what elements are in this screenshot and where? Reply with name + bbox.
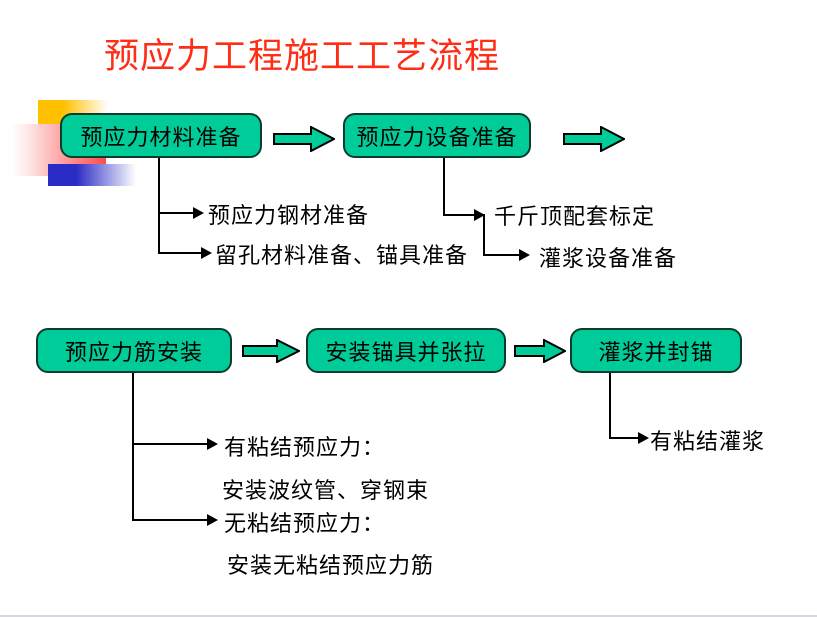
process-box-grout-seal[interactable]: 灌浆并封锚 — [570, 328, 742, 373]
process-box-equipment-prep[interactable]: 预应力设备准备 — [343, 113, 531, 158]
arrowhead-jack-calibration — [474, 209, 485, 221]
block-arrow-4 — [514, 339, 566, 363]
arrowhead-bonded — [207, 438, 218, 450]
label-bonded-grouting: 有粘结灌浆 — [650, 429, 766, 454]
process-box-tendon-install[interactable]: 预应力筋安装 — [36, 328, 232, 373]
label-jack-calibration: 千斤顶配套标定 — [494, 204, 656, 229]
label-install-unbonded-tendon: 安装无粘结预应力筋 — [227, 553, 435, 578]
process-box-label: 预应力材料准备 — [80, 124, 242, 150]
connector-horizontal-bonded — [132, 443, 208, 445]
label-grout-equipment: 灌浆设备准备 — [539, 246, 678, 271]
connector-horizontal-unbonded — [132, 519, 208, 521]
label-unbonded-prestress: 无粘结预应力： — [224, 511, 386, 536]
decor-blue-block — [48, 164, 136, 186]
process-box-anchor-tension[interactable]: 安装锚具并张拉 — [306, 328, 506, 373]
arrowhead-unbonded — [207, 514, 218, 526]
arrowhead-steel-prep — [193, 207, 204, 219]
connector-vertical-equipment — [443, 158, 445, 216]
arrowhead-bonded-grout — [638, 432, 649, 444]
connector-horizontal-bonded-grout — [609, 437, 639, 439]
block-arrow-3 — [242, 339, 300, 363]
connector-horizontal-grout-equipment — [483, 254, 520, 256]
arrowhead-hole-material — [201, 247, 212, 259]
connector-horizontal-jack-calibration — [443, 214, 475, 216]
label-bonded-prestress: 有粘结预应力： — [224, 435, 386, 460]
connector-vertical-material — [158, 158, 160, 254]
connector-horizontal-hole-material — [158, 252, 202, 254]
label-steel-prep: 预应力钢材准备 — [208, 203, 370, 228]
arrowhead-grout-equipment — [519, 249, 530, 261]
process-box-label: 预应力筋安装 — [64, 339, 203, 365]
block-arrow-2 — [563, 126, 625, 152]
label-hole-material: 留孔材料准备、锚具准备 — [215, 243, 469, 268]
connector-horizontal-steel-prep — [158, 212, 194, 214]
label-install-duct: 安装波纹管、穿钢束 — [222, 478, 430, 503]
process-box-label: 灌浆并封锚 — [598, 339, 714, 365]
process-box-material-prep[interactable]: 预应力材料准备 — [60, 113, 262, 158]
connector-vertical-grout-equipment — [483, 214, 485, 256]
process-box-label: 预应力设备准备 — [356, 124, 518, 150]
connector-vertical-grout — [609, 373, 611, 439]
connector-vertical-tendon — [132, 373, 134, 521]
page-title: 预应力工程施工工艺流程 — [104, 37, 501, 76]
process-box-label: 安装锚具并张拉 — [325, 339, 487, 365]
block-arrow-1 — [273, 126, 335, 152]
